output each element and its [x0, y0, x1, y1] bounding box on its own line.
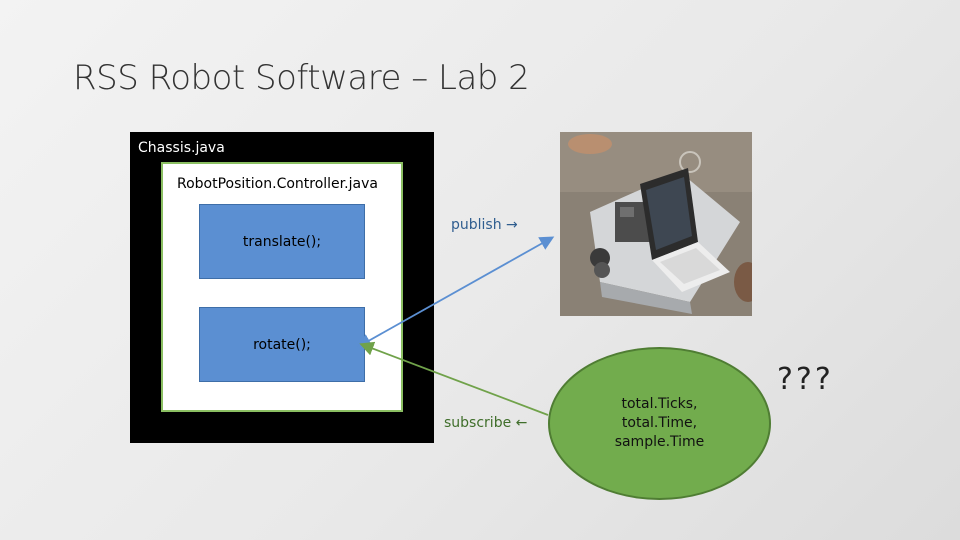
subscribe-arrow — [359, 341, 549, 416]
rotate-method-box: rotate(); — [199, 307, 365, 382]
translate-method-box: translate(); — [199, 204, 365, 279]
sensor-data-text: total.Ticks, total.Time, sample.Time — [615, 395, 705, 452]
translate-method-label: translate(); — [242, 233, 322, 250]
publish-arrow — [356, 236, 555, 348]
slide-title: RSS Robot Software – Lab 2 — [73, 58, 530, 98]
sensor-data-node: total.Ticks, total.Time, sample.Time — [548, 347, 771, 500]
chassis-label: Chassis.java — [138, 140, 225, 156]
sensor-line-sample-time: sample.Time — [614, 434, 705, 450]
robot-illustration — [560, 132, 752, 316]
rotate-method-label: rotate(); — [253, 336, 311, 353]
sensor-line-total-ticks: total.Ticks, — [621, 396, 698, 412]
subscribe-label: subscribe ← — [444, 415, 528, 431]
sensor-line-total-time: total.Time, — [621, 415, 698, 431]
unknown-label: ??? — [777, 362, 834, 397]
robot-photo — [560, 132, 752, 316]
controller-label: RobotPosition.Controller.java — [177, 176, 378, 192]
publish-label: publish → — [451, 217, 518, 233]
